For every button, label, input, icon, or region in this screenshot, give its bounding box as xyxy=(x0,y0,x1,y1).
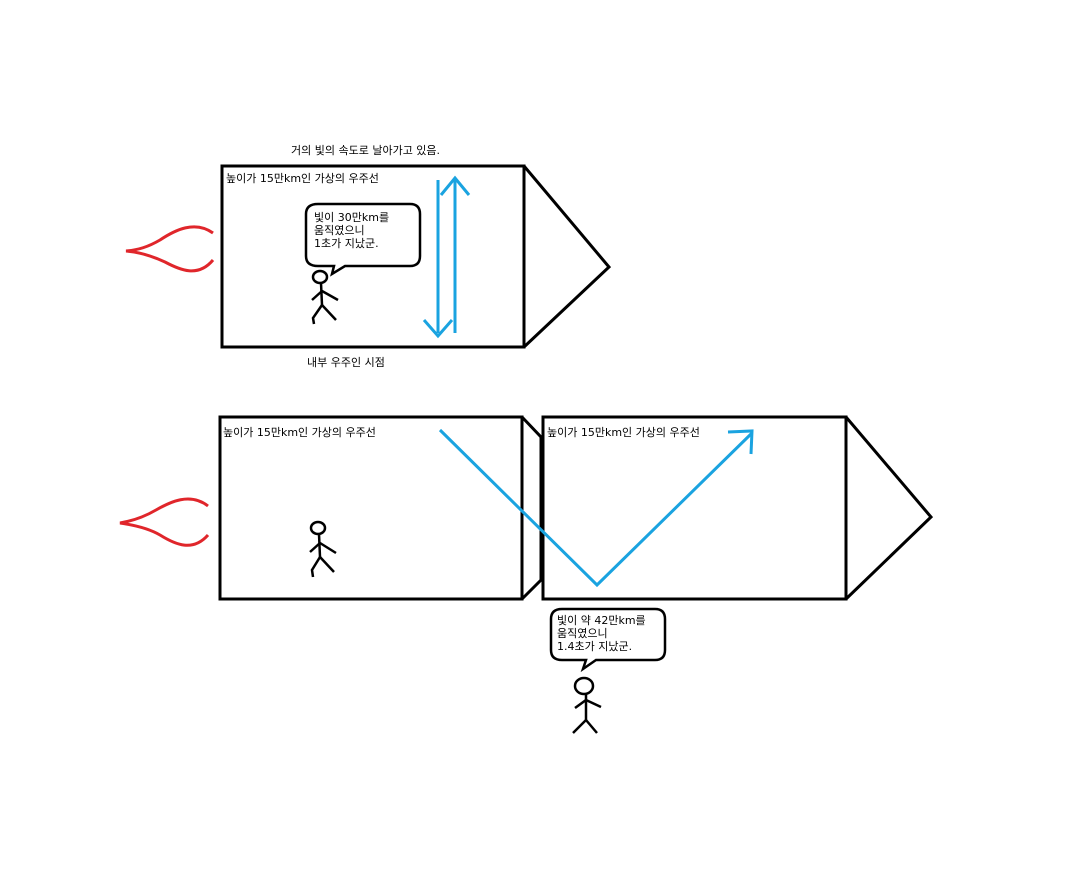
top-ship-label: 높이가 15만km인 가상의 우주선 xyxy=(226,172,379,185)
bottom-right-ship-body xyxy=(541,415,848,601)
top-ship xyxy=(125,164,612,349)
top-speech-text: 빛이 30만km를 움직였으니 1초가 지났군. xyxy=(314,211,390,250)
top-ship-nose xyxy=(522,165,612,349)
outside-speech-bubble-icon xyxy=(549,607,667,673)
double-arrow-icon xyxy=(422,175,471,339)
bottom-left-ship-label: 높이가 15만km인 가상의 우주선 xyxy=(223,426,376,439)
bottom-right-ship-nose xyxy=(844,416,934,601)
top-caption: 거의 빛의 속도로 날아가고 있음. xyxy=(291,144,441,157)
bottom-right-ship xyxy=(541,415,934,601)
bottom-flame-icon xyxy=(119,497,210,547)
inside-caption: 내부 우주인 시점 xyxy=(307,356,385,369)
bottom-left-ship-body xyxy=(218,415,524,601)
bottom-left-ship-nose xyxy=(520,415,543,601)
light-path-arrow-icon xyxy=(438,428,754,588)
top-flame-icon xyxy=(125,225,215,273)
bottom-right-ship-label: 높이가 15만km인 가상의 우주선 xyxy=(547,426,700,439)
ship-stick-figure-icon xyxy=(309,520,337,578)
inside-stick-figure-icon xyxy=(311,269,339,325)
top-speech-bubble-icon xyxy=(304,202,422,277)
outside-stick-figure-icon xyxy=(572,676,602,734)
bottom-left-ship xyxy=(119,415,543,601)
outside-speech-text: 빛이 약 42만km를 움직였으니 1.4초가 지났군. xyxy=(557,614,646,653)
top-ship-body xyxy=(220,164,526,349)
